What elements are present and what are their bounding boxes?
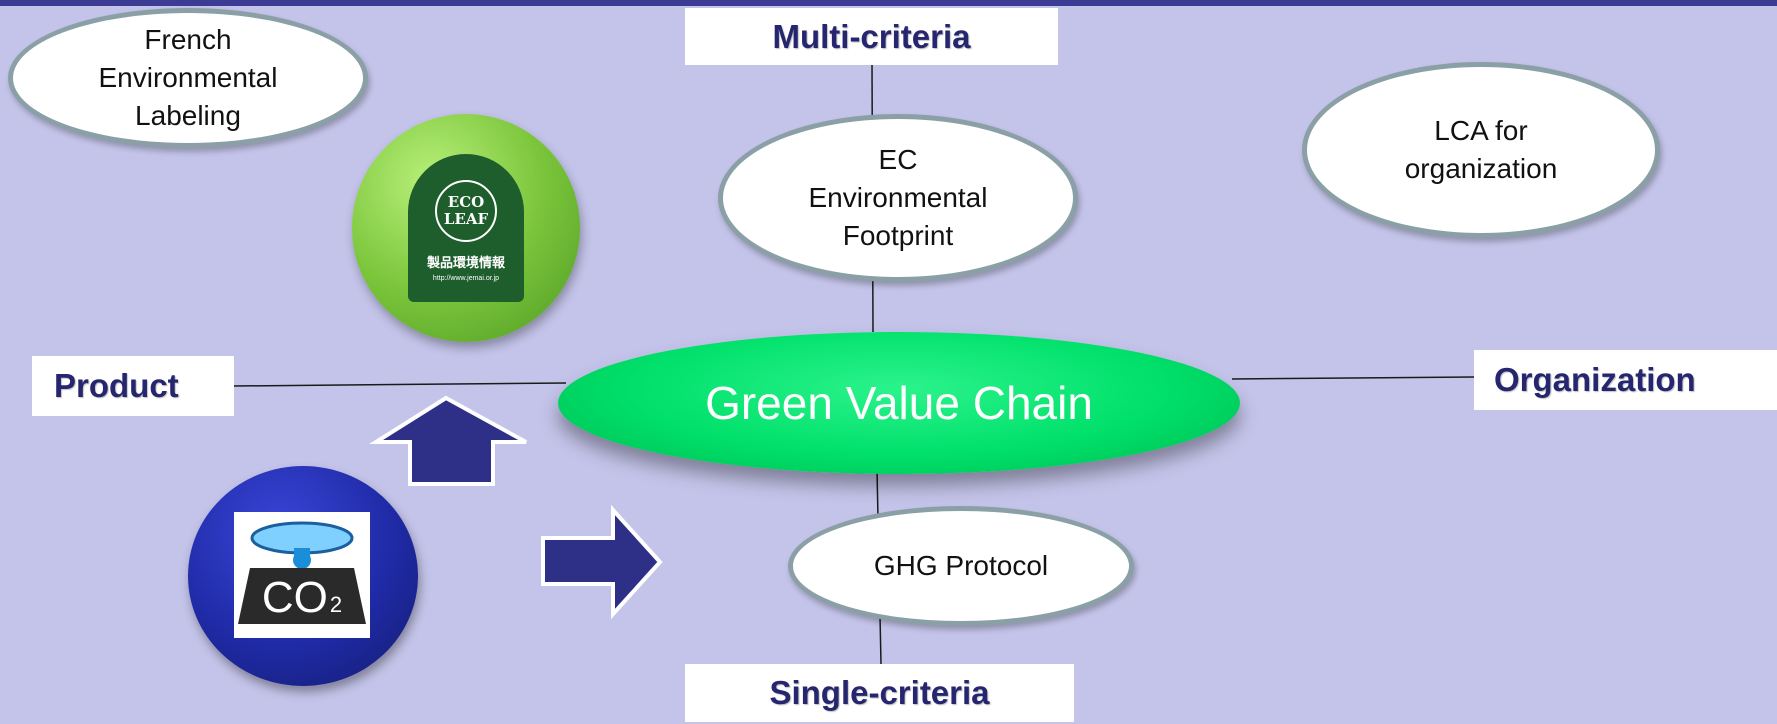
axis-label-multi-criteria: Multi-criteria [685, 8, 1058, 65]
green-value-chain-label: Green Value Chain [705, 377, 1093, 429]
top-border [0, 0, 1777, 6]
arrow-up-icon [369, 395, 527, 486]
ghg-protocol-text: GHG Protocol [873, 550, 1049, 581]
green-value-chain-node: Green Value Chain [558, 332, 1240, 474]
svg-text:CO2: CO2 [262, 573, 342, 622]
axis-line-left [233, 382, 567, 387]
ghg-protocol-ellipse: GHG Protocol [788, 506, 1134, 626]
leaf-icon: ECO LEAF [435, 180, 497, 242]
axis-label-organization: Organization [1474, 350, 1777, 410]
ecoleaf-url-text: http://www.jemai.or.jp [432, 275, 500, 282]
lca-for-organization-ellipse: LCA for organization [1302, 62, 1660, 238]
axis-label-product: Product [32, 356, 234, 416]
ecoleaf-japanese-text: 製品環境情報 [426, 255, 505, 270]
ec-environmental-footprint-text: EC Environmental Footprint [808, 144, 988, 251]
axis-line-right [1231, 376, 1475, 380]
axis-label-single-criteria: Single-criteria [685, 664, 1074, 722]
co2-scale-icon: CO2 [234, 512, 370, 638]
arrow-right-icon [541, 504, 663, 620]
ecoleaf-badge: ECO LEAF 製品環境情報 http://www.jemai.or.jp [408, 154, 524, 302]
lca-for-organization-text: LCA for organization [1404, 115, 1558, 184]
ecoleaf-logo: ECO LEAF 製品環境情報 http://www.jemai.or.jp [352, 114, 580, 342]
ec-environmental-footprint-ellipse: EC Environmental Footprint [718, 114, 1078, 282]
french-environmental-labeling-text: French Environmental Labeling [98, 24, 278, 131]
french-environmental-labeling-ellipse: French Environmental Labeling [8, 8, 368, 148]
co2-footprint-logo: CO2 [188, 466, 418, 686]
scale-icon: CO2 [238, 521, 366, 624]
